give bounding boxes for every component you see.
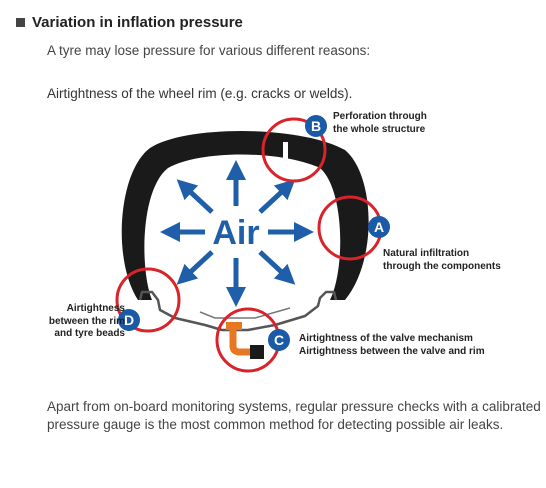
- svg-text:C: C: [274, 332, 284, 348]
- section-title: Variation in inflation pressure: [32, 14, 243, 31]
- footer-text: Apart from on-board monitoring systems, …: [47, 399, 541, 432]
- svg-text:A: A: [374, 219, 384, 235]
- ring-b: [261, 117, 327, 183]
- arrow-down-left-icon: [176, 250, 214, 285]
- label-natural-infiltration: Natural infiltration through the compone…: [383, 248, 501, 272]
- marker-d: D: [118, 309, 140, 331]
- label-rim-bead-airtightness: Airtightness between the rim and tyre be…: [48, 303, 125, 339]
- rim-airtightness-text: Airtightness of the wheel rim (e.g. crac…: [47, 86, 353, 101]
- valve-stem: [229, 326, 252, 356]
- rim-inner: [199, 307, 291, 319]
- marker-a: A: [368, 216, 390, 238]
- marker-c: C: [268, 329, 290, 351]
- air-label: Air: [212, 214, 259, 252]
- label-valve-airtightness: Airtightness of the valve mechanism Airt…: [299, 333, 485, 357]
- svg-text:B: B: [311, 118, 321, 134]
- valve-body: [226, 322, 242, 330]
- svg-text:D: D: [124, 312, 134, 328]
- air-arrows: [160, 160, 314, 307]
- marker-b: B: [305, 115, 327, 137]
- tyre-diagram: Air B A D C: [115, 115, 390, 373]
- valve-cap: [250, 345, 264, 359]
- heading-bullet-icon: [16, 18, 25, 27]
- section-subtitle: A tyre may lose pressure for various dif…: [47, 43, 371, 58]
- tread-notch: [283, 142, 288, 162]
- ring-d: [115, 267, 181, 333]
- arrow-up-left-icon: [176, 179, 214, 214]
- section-heading: Variation in inflation pressure: [16, 14, 243, 31]
- arrow-down-right-icon: [258, 250, 296, 285]
- arrow-up-right-icon: [258, 179, 296, 214]
- tyre-casing: [121, 130, 369, 300]
- label-perforation: Perforation through the whole structure: [333, 111, 427, 135]
